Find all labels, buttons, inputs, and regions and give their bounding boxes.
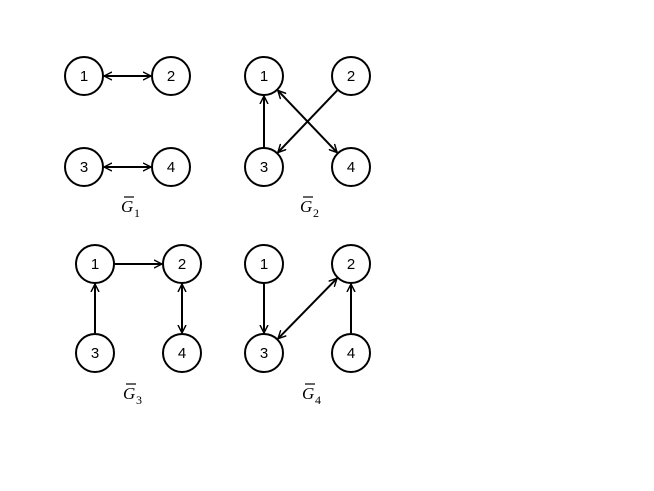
node-label: 4 (347, 159, 355, 176)
node-2: 2 (162, 244, 202, 284)
node-circle (162, 333, 202, 373)
node-label: 1 (80, 68, 88, 85)
node-3: 3 (244, 333, 284, 373)
node-label: 3 (260, 159, 268, 176)
node-4: 4 (162, 333, 202, 373)
node-circle (244, 244, 284, 284)
node-4: 4 (331, 147, 371, 187)
node-1: 1 (244, 244, 284, 284)
node-circle (151, 147, 191, 187)
node-label: 2 (347, 68, 355, 85)
graph-label-subscript: 2 (313, 206, 319, 220)
node-label: 1 (260, 256, 268, 273)
node-label: 2 (167, 68, 175, 85)
node-2: 2 (331, 244, 371, 284)
node-circle (244, 333, 284, 373)
node-label: 3 (260, 345, 268, 362)
node-circle (75, 244, 115, 284)
graph-label-base: G (121, 197, 133, 216)
node-label: 2 (178, 256, 186, 273)
node-1: 1 (75, 244, 115, 284)
node-circle (331, 333, 371, 373)
graph-label-subscript: 3 (136, 393, 142, 407)
node-label: 2 (347, 256, 355, 273)
node-2: 2 (151, 56, 191, 96)
node-circle (244, 147, 284, 187)
edge-1-4 (278, 90, 337, 152)
graph-label-base: G (123, 384, 135, 403)
graph-label-base: G (302, 384, 314, 403)
node-label: 4 (167, 159, 175, 176)
graph-label-base: G (300, 197, 312, 216)
node-circle (331, 56, 371, 96)
node-1: 1 (244, 56, 284, 96)
node-4: 4 (151, 147, 191, 187)
node-circle (75, 333, 115, 373)
node-circle (244, 56, 284, 96)
node-label: 1 (260, 68, 268, 85)
node-label: 3 (80, 159, 88, 176)
node-circle (64, 147, 104, 187)
graph-label-subscript: 4 (315, 393, 321, 407)
graph-label-subscript: 1 (134, 206, 140, 220)
node-circle (151, 56, 191, 96)
node-circle (331, 244, 371, 284)
node-3: 3 (244, 147, 284, 187)
node-1: 1 (64, 56, 104, 96)
node-4: 4 (331, 333, 371, 373)
edge-3-2 (278, 278, 337, 338)
node-label: 4 (178, 345, 186, 362)
node-label: 1 (91, 256, 99, 273)
node-3: 3 (75, 333, 115, 373)
node-circle (331, 147, 371, 187)
node-label: 3 (91, 345, 99, 362)
node-circle (162, 244, 202, 284)
node-3: 3 (64, 147, 104, 187)
node-label: 4 (347, 345, 355, 362)
node-2: 2 (331, 56, 371, 96)
node-circle (64, 56, 104, 96)
